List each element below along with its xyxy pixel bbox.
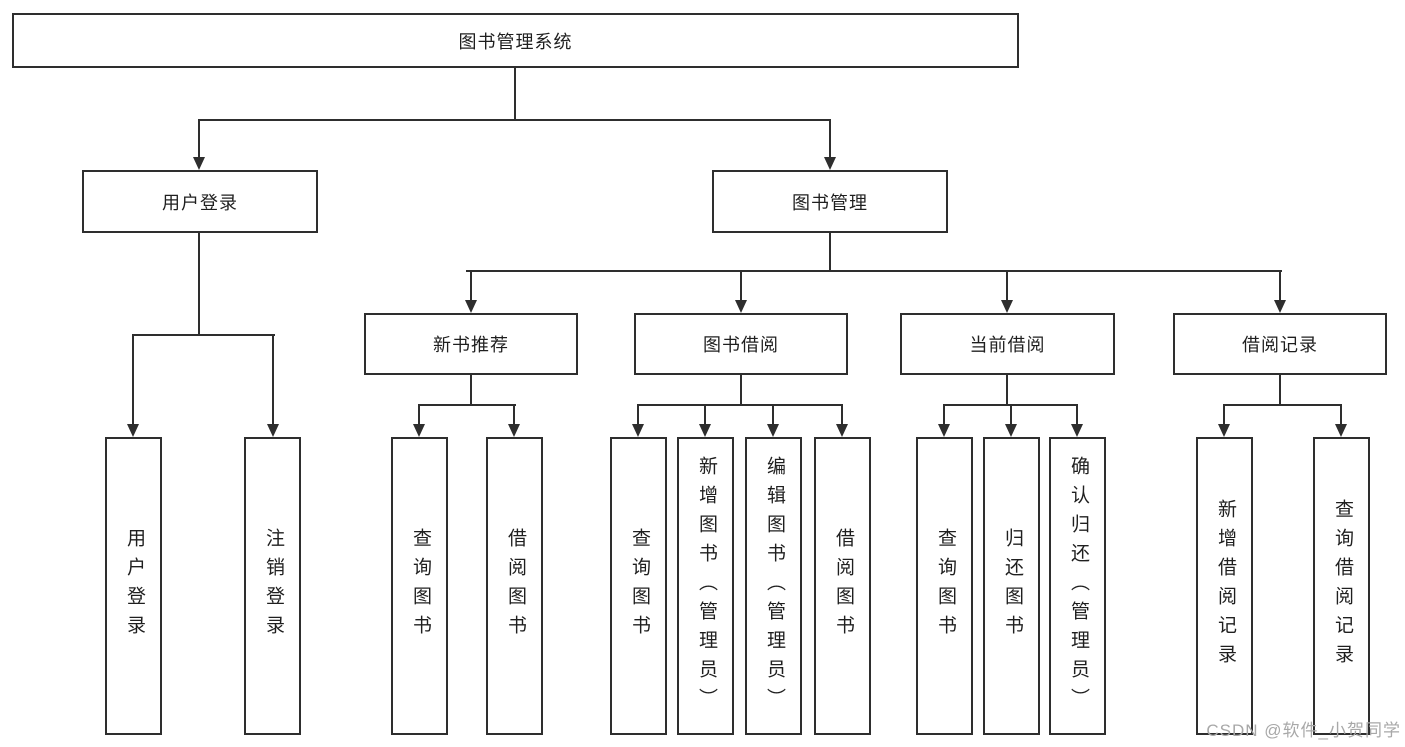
- leaf-logout: 注销登录: [244, 437, 301, 735]
- leaf-add-book-admin: 新增图书（管理员）: [677, 437, 734, 735]
- node-user-login-label: 用户登录: [162, 192, 238, 213]
- connector-line: [513, 406, 515, 425]
- leaf-query-books-recommend: 查询图书: [391, 437, 448, 735]
- connector-line: [704, 406, 706, 425]
- arrow-down-icon: [267, 424, 279, 437]
- connector-line: [1223, 406, 1225, 425]
- arrow-down-icon: [1218, 424, 1230, 437]
- connector-line: [637, 406, 639, 425]
- connector-line: [466, 270, 1282, 272]
- arrow-down-icon: [413, 424, 425, 437]
- connector-line: [829, 121, 831, 158]
- connector-line: [740, 272, 742, 301]
- connector-line: [198, 121, 200, 158]
- node-current-borrow: 当前借阅: [900, 313, 1115, 375]
- node-user-login: 用户登录: [82, 170, 318, 233]
- connector-line: [198, 119, 831, 121]
- connector-line: [1006, 375, 1008, 405]
- connector-line: [272, 336, 274, 425]
- connector-line: [943, 404, 1078, 406]
- leaf-query-books-borrow: 查询图书: [610, 437, 667, 735]
- connector-line: [418, 406, 420, 425]
- arrow-down-icon: [824, 157, 836, 170]
- node-root: 图书管理系统: [12, 13, 1019, 68]
- connector-line: [198, 233, 200, 335]
- node-borrow-records-label: 借阅记录: [1242, 335, 1318, 355]
- connector-line: [418, 404, 516, 406]
- leaf-borrow-books-recommend: 借阅图书: [486, 437, 543, 735]
- leaf-return-book: 归还图书: [983, 437, 1040, 735]
- arrow-down-icon: [836, 424, 848, 437]
- arrow-down-icon: [1335, 424, 1347, 437]
- connector-line: [1076, 406, 1078, 425]
- arrow-down-icon: [735, 300, 747, 313]
- node-new-book-recommend-label: 新书推荐: [433, 335, 509, 355]
- connector-line: [1340, 406, 1342, 425]
- connector-line: [637, 404, 843, 406]
- connector-line: [132, 336, 134, 425]
- leaf-user-login: 用户登录: [105, 437, 162, 735]
- connector-line: [772, 406, 774, 425]
- node-current-borrow-label: 当前借阅: [969, 335, 1046, 355]
- leaf-borrow-books: 借阅图书: [814, 437, 871, 735]
- arrow-down-icon: [1071, 424, 1083, 437]
- arrow-down-icon: [1274, 300, 1286, 313]
- arrow-down-icon: [938, 424, 950, 437]
- connector-line: [943, 406, 945, 425]
- node-root-label: 图书管理系统: [458, 31, 573, 52]
- connector-line: [841, 406, 843, 425]
- node-borrow-records: 借阅记录: [1173, 313, 1387, 375]
- connector-line: [1279, 272, 1281, 301]
- connector-line: [470, 272, 472, 301]
- arrow-down-icon: [465, 300, 477, 313]
- arrow-down-icon: [699, 424, 711, 437]
- arrow-down-icon: [1005, 424, 1017, 437]
- connector-line: [514, 68, 516, 120]
- arrow-down-icon: [508, 424, 520, 437]
- leaf-edit-book-admin: 编辑图书（管理员）: [745, 437, 802, 735]
- node-book-borrow-label: 图书借阅: [703, 335, 779, 355]
- arrow-down-icon: [632, 424, 644, 437]
- leaf-query-books-current: 查询图书: [916, 437, 973, 735]
- node-book-borrow: 图书借阅: [634, 313, 848, 375]
- connector-line: [829, 233, 831, 271]
- node-book-management: 图书管理: [712, 170, 948, 233]
- connector-line: [470, 375, 472, 405]
- node-new-book-recommend: 新书推荐: [364, 313, 578, 375]
- arrow-down-icon: [127, 424, 139, 437]
- connector-line: [132, 334, 275, 336]
- leaf-query-borrow-record: 查询借阅记录: [1313, 437, 1370, 735]
- leaf-add-borrow-record: 新增借阅记录: [1196, 437, 1253, 735]
- leaf-confirm-return-admin: 确认归还（管理员）: [1049, 437, 1106, 735]
- arrow-down-icon: [1001, 300, 1013, 313]
- connector-line: [1006, 272, 1008, 301]
- connector-line: [1223, 404, 1342, 406]
- connector-line: [1010, 406, 1012, 425]
- arrow-down-icon: [767, 424, 779, 437]
- watermark: CSDN @软件_小贺同学: [1206, 721, 1401, 740]
- arrow-down-icon: [193, 157, 205, 170]
- connector-line: [1279, 375, 1281, 405]
- node-book-management-label: 图书管理: [792, 192, 868, 213]
- connector-line: [740, 375, 742, 405]
